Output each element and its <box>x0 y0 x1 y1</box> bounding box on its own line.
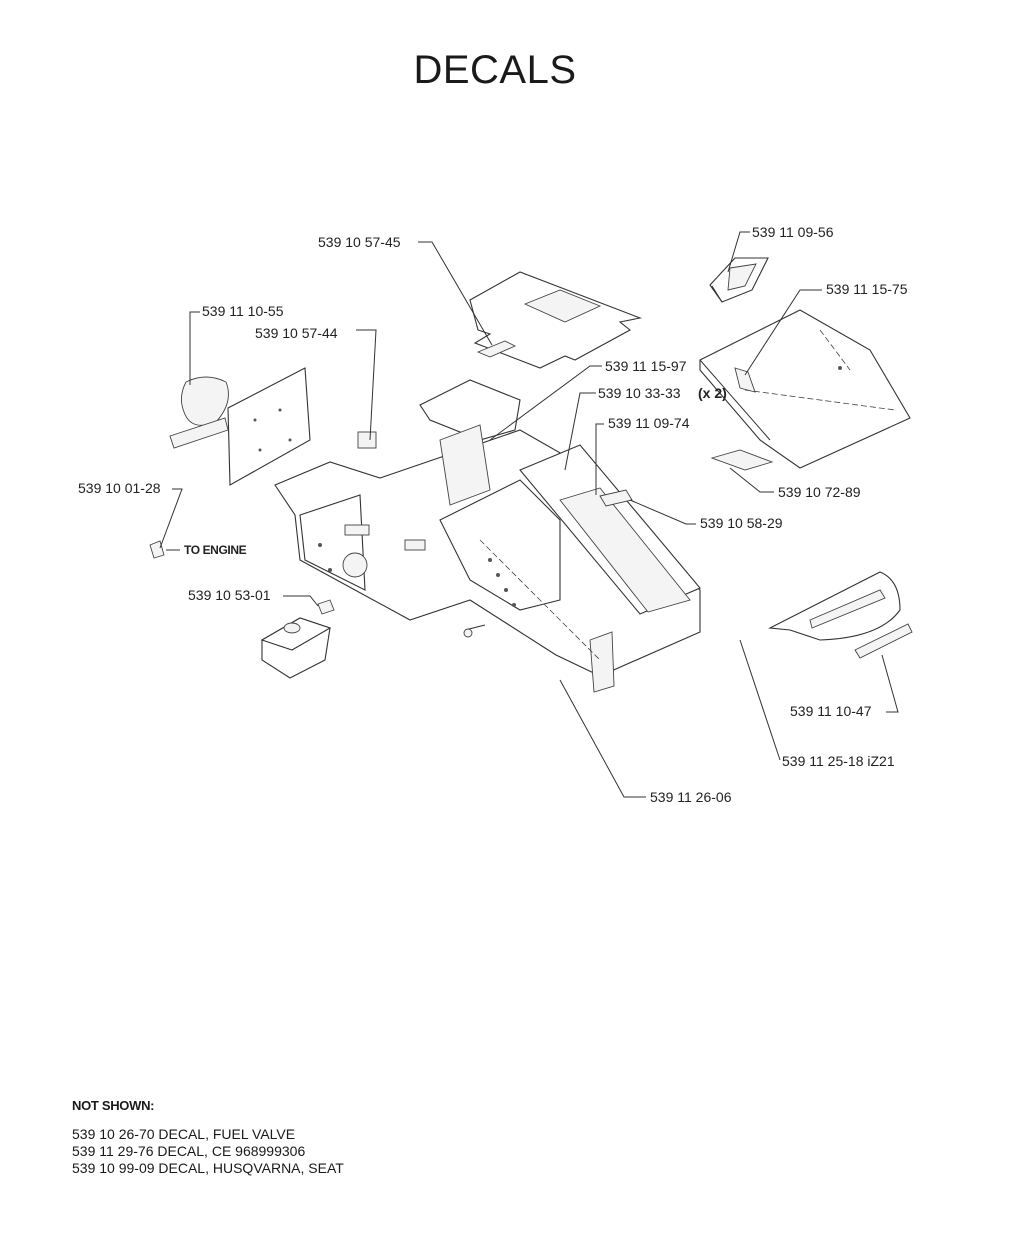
callout-label: 539 10 33-33 <box>598 385 681 401</box>
callout-label: 539 11 15-97 <box>605 358 687 374</box>
callout-label: 539 11 10-47 <box>790 703 872 719</box>
not-shown-list: 539 10 26-70 DECAL, FUEL VALVE 539 11 29… <box>72 1126 344 1177</box>
callout-label: 539 10 57-44 <box>255 325 338 341</box>
list-item: 539 10 99-09 DECAL, HUSQVARNA, SEAT <box>72 1160 344 1176</box>
main-frame-part <box>274 379 701 693</box>
decal-floor <box>710 449 774 471</box>
callout-label: 539 10 58-29 <box>700 515 783 531</box>
list-item: 539 10 26-70 DECAL, FUEL VALVE <box>72 1126 296 1142</box>
decal-hopper <box>734 367 756 393</box>
callout-label: 539 11 26-06 <box>650 789 732 805</box>
control-plate-part <box>709 257 769 303</box>
logo-decal <box>854 623 913 659</box>
floor-pan-part <box>699 309 911 471</box>
decal-strip <box>169 417 229 449</box>
callout-label: 539 11 09-56 <box>752 224 834 240</box>
callout-label: 539 10 53-01 <box>188 587 271 603</box>
callout-label: 539 11 10-55 <box>202 303 284 319</box>
callout-label: 539 11 25-18 iZ21 <box>782 753 895 769</box>
decal-seat-warning <box>476 340 517 358</box>
not-shown-heading: NOT SHOWN: <box>72 1098 155 1113</box>
callout-label: 539 10 01-28 <box>78 480 161 496</box>
decal-small-square <box>357 431 377 449</box>
page-title: DECALS <box>413 48 577 92</box>
callout-label: 539 11 09-74 <box>608 415 690 431</box>
decal-frame-strip <box>599 489 633 507</box>
side-panel-part <box>169 367 377 486</box>
leader-lines <box>159 231 899 798</box>
callout-qty: (x 2) <box>698 385 727 401</box>
decal-fuel <box>317 599 335 615</box>
fender-part <box>768 571 913 659</box>
list-item: 539 11 29-76 DECAL, CE 968999306 <box>72 1143 306 1159</box>
seat-plate-part <box>469 271 642 369</box>
callout-label: 539 11 15-75 <box>826 281 908 297</box>
callout-labels: 539 10 57-45 539 11 09-56 539 11 15-75 5… <box>78 224 908 805</box>
fuel-tank-part <box>260 599 335 679</box>
callout-label: TO ENGINE <box>184 543 247 557</box>
decal-side-oval <box>181 376 229 426</box>
callout-label: 539 10 57-45 <box>318 234 401 250</box>
callout-label: 539 10 72-89 <box>778 484 861 500</box>
